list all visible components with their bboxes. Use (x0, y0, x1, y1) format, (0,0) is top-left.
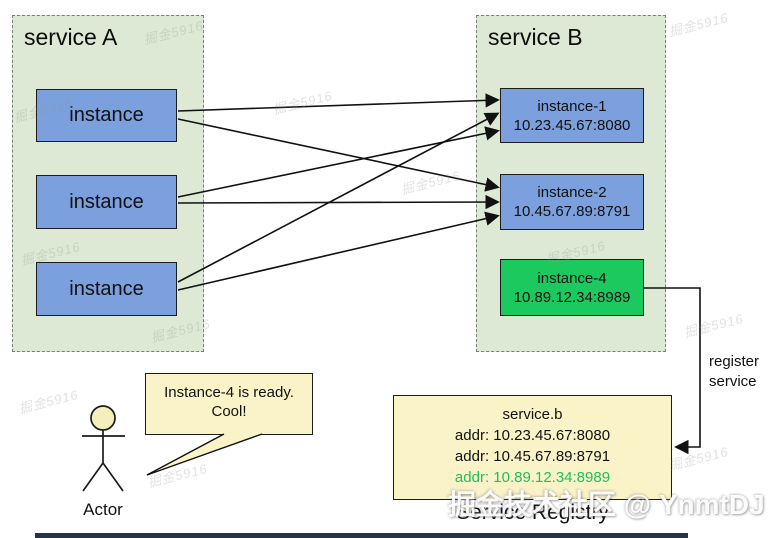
service-registry-title: Service Registry (456, 501, 609, 524)
speech-bubble: Instance-4 is ready. Cool! (145, 373, 313, 435)
registry-service-name: service.b (502, 406, 563, 423)
call-arrows (177, 93, 500, 291)
tile-watermark: 掘金5916 (399, 167, 463, 198)
service-b-title: service B (488, 24, 583, 50)
instance-addr: 10.23.45.67:8080 (513, 116, 631, 134)
actor-leg (102, 462, 124, 492)
speech-line: Cool! (211, 403, 247, 420)
service-b-instance-4: instance-4 10.89.12.34:8989 (500, 259, 644, 316)
tile-watermark: 掘金5916 (271, 87, 335, 118)
tile-watermark: 掘金5916 (146, 460, 210, 491)
service-a-instance-2: instance (36, 175, 177, 229)
registry-entry-list: addr: 10.23.45.67:8080 addr: 10.45.67.89:… (394, 425, 671, 488)
service-a-instance-3: instance (36, 262, 177, 316)
bottom-edge-strip (35, 533, 688, 538)
speech-line: Instance-4 is ready. (164, 384, 294, 401)
service-b-instance-1: instance-1 10.23.45.67:8080 (500, 88, 644, 143)
tile-watermark: 掘金5916 (667, 443, 731, 474)
actor-head (90, 405, 116, 431)
register-service-label: register service (709, 353, 760, 390)
call-arrow-a2-b1 (177, 126, 500, 198)
instance-name: instance-1 (537, 97, 607, 115)
call-arrow-a3-b2 (177, 211, 500, 291)
registry-entry: addr: 10.23.45.67:8080 (454, 427, 611, 444)
actor-label: Actor (83, 500, 123, 519)
instance-label: instance (69, 104, 144, 126)
service-b-instance-2: instance-2 10.45.67.89:8791 (500, 174, 644, 230)
call-arrow-a2-b2 (177, 194, 500, 210)
service-a-instance-1: instance (36, 89, 177, 142)
instance-name: instance-4 (537, 269, 607, 287)
actor-leg (82, 462, 104, 492)
instance-addr: 10.89.12.34:8989 (513, 288, 631, 306)
instance-label: instance (69, 190, 144, 213)
instance-label: instance (69, 277, 144, 300)
call-arrow-a3-b1 (177, 112, 500, 283)
tile-watermark: 掘金5916 (682, 310, 746, 341)
registry-entry: addr: 10.45.67.89:8791 (454, 448, 611, 465)
instance-name: instance-2 (537, 184, 607, 201)
tile-watermark: 掘金5916 (17, 386, 81, 417)
instance-addr: 10.45.67.89:8791 (513, 203, 631, 220)
tile-watermark: 掘金5916 (667, 9, 731, 40)
actor-figure (82, 405, 125, 492)
registry-entry: addr: 10.89.12.34:8989 (454, 469, 611, 486)
brand-watermark: 掘金技术社区 @ YnmtDJ (448, 489, 765, 520)
service-a-title: service A (24, 24, 118, 50)
call-arrow-a1-b1 (177, 93, 500, 112)
